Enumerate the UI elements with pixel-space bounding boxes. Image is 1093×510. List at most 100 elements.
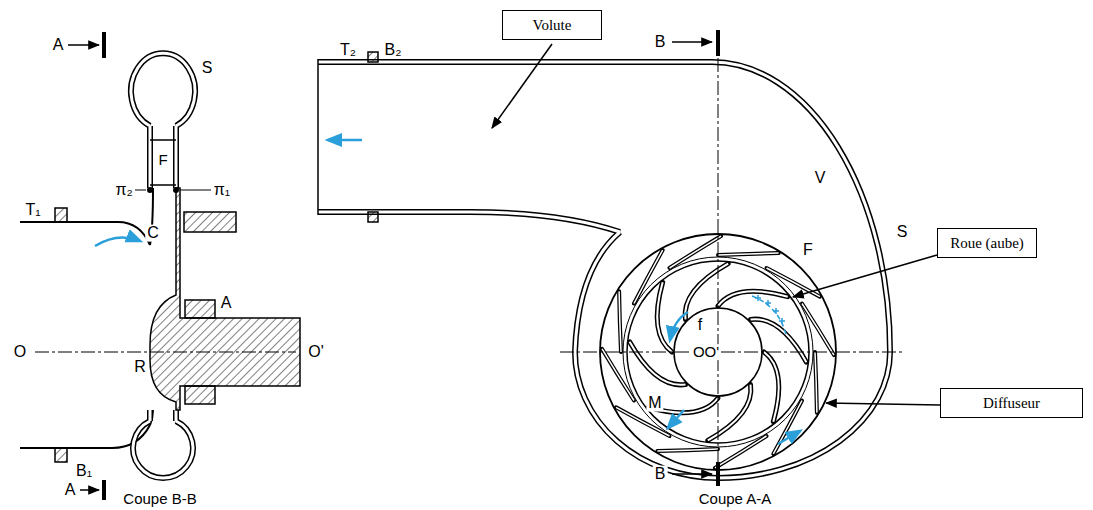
casing-ring [184, 212, 236, 232]
part-letter: S [895, 224, 910, 241]
diffuser-vane-inner [602, 349, 634, 401]
diffuser-vane [815, 352, 817, 413]
diffuser-vane-inner [634, 250, 663, 303]
flange-label: T₁ [23, 202, 42, 219]
diffuser-passage [150, 140, 176, 185]
callout-box: Volute [502, 10, 602, 40]
impeller-blade [764, 352, 779, 422]
diffuser-vane [602, 349, 634, 401]
axis-label: O [12, 344, 28, 361]
section-letter: B [653, 34, 668, 51]
impeller-hub-shaft [150, 188, 300, 410]
flow-arrow [668, 410, 684, 428]
impeller-blade [708, 385, 751, 441]
axis-label: O' [306, 344, 326, 361]
impeller-blade-inner [751, 319, 807, 362]
impeller-blade [657, 282, 672, 352]
diffuser-vane [802, 304, 834, 356]
rotation-arrow [670, 312, 688, 340]
impeller-blade [751, 319, 807, 362]
diffuser-vane-inner [773, 401, 802, 454]
flange [368, 212, 378, 222]
impeller-blade-inner [657, 282, 672, 352]
packing [185, 386, 215, 404]
pressure-point [173, 187, 179, 193]
casing-wall-inner [131, 53, 195, 188]
part-letter: V [813, 170, 828, 187]
pressure-line [752, 296, 786, 334]
section-bar [102, 480, 106, 500]
axis-line [560, 352, 905, 353]
part-letter: A [219, 295, 234, 312]
diffuser-vane-inner [718, 253, 779, 255]
diffuser-vane-inner [619, 291, 621, 352]
impeller-blade-inner [630, 342, 686, 385]
pressure-label: π₂ [113, 182, 134, 199]
section-bar [102, 32, 106, 58]
volute-casing [318, 62, 890, 478]
section-bar [716, 462, 720, 486]
view-caption: Coupe B-B [121, 491, 198, 507]
impeller-blade [630, 342, 686, 385]
outlet-pipe-inner [318, 212, 620, 232]
impeller-blade-inner [718, 291, 788, 306]
diffuser-vane [670, 236, 722, 268]
diffuser-vane [634, 250, 663, 303]
diffuser-vane-inner [767, 268, 820, 297]
volute-casing-inner [318, 62, 890, 478]
diffuser-vane-inner [657, 449, 718, 451]
flange [368, 52, 378, 62]
pressure-signs [755, 295, 785, 324]
pressure-point [147, 187, 153, 193]
callout-text: Volute [511, 16, 593, 34]
flange-label: B₁ [74, 463, 94, 480]
diffuser-vane [715, 436, 767, 468]
leader-line [135, 190, 146, 191]
axis-label: OO' [691, 344, 721, 360]
packing [185, 300, 215, 318]
casing-wall [133, 410, 193, 478]
diffuser-vane [616, 407, 669, 436]
casing-wall [131, 53, 195, 188]
section-arrow [68, 44, 99, 46]
inlet-pipe-wall [20, 222, 150, 245]
part-letter: F [801, 242, 815, 259]
rotation-label: f [696, 317, 704, 334]
section-line [718, 58, 719, 462]
callout-box: Diffuseur [940, 388, 1083, 418]
callout-box: Roue (aube) [937, 228, 1037, 258]
pressure-label: π₁ [212, 182, 232, 199]
flange [55, 448, 67, 462]
leader-line [180, 190, 211, 191]
part-letter: C [145, 225, 161, 242]
leader-arrow [492, 44, 552, 128]
impeller-blade-inner [764, 352, 779, 422]
section-letter: A [63, 482, 78, 499]
diffuser-vane [773, 401, 802, 454]
part-letter: S [200, 60, 215, 77]
axis-line [35, 352, 296, 353]
callout-text: Diffuseur [949, 394, 1074, 412]
section-bar [716, 30, 720, 56]
callout-text: Roue (aube) [946, 234, 1028, 252]
section-letter: A [51, 37, 66, 54]
section-arrow [672, 473, 712, 475]
impeller-blade-inner [685, 264, 728, 320]
impeller-blade-inner [708, 385, 751, 441]
pipe-end [317, 59, 319, 215]
diffuser-vane-inner [616, 407, 669, 436]
flange [55, 208, 67, 222]
flow-arrow [778, 431, 800, 444]
casing-wall-inner [133, 410, 193, 478]
flow-arrow [328, 139, 362, 142]
section-letter: B [653, 466, 668, 483]
flow-arrow [95, 237, 140, 246]
leader-arrow [826, 403, 940, 405]
diffuser-vane-inner [815, 352, 817, 413]
leader-arrow [793, 255, 937, 297]
flange-label: T₂ [338, 42, 358, 59]
impeller-blade [685, 264, 728, 320]
